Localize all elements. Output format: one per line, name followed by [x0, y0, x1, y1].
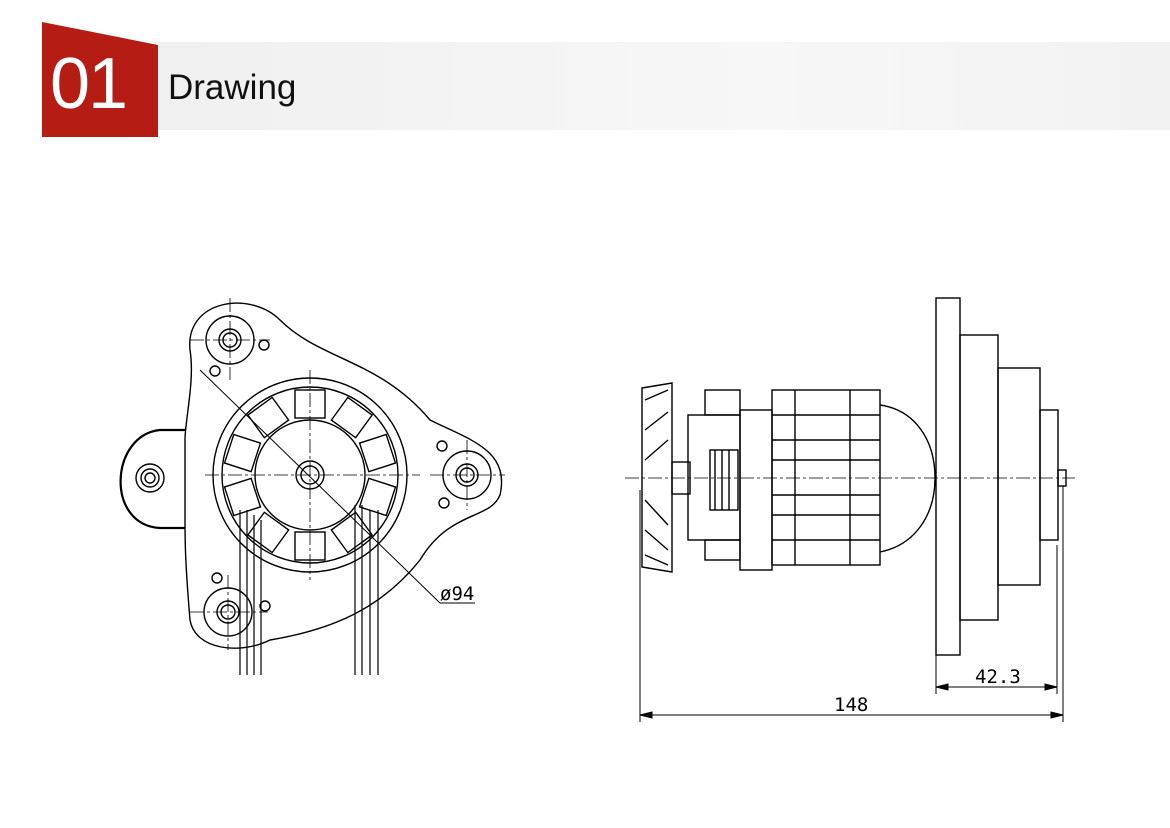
section-badge — [42, 22, 158, 137]
overall-length-label: 148 — [834, 694, 868, 716]
side-view: 148 42.3 — [625, 297, 1075, 722]
header-band — [155, 42, 1170, 130]
brush-holder — [687, 389, 773, 571]
center-lines — [190, 298, 505, 650]
mounting-flange — [935, 297, 961, 656]
lead-wires — [239, 505, 379, 675]
page-title: Drawing — [168, 68, 297, 107]
motor-housing — [959, 334, 999, 621]
mounting-hole-left — [135, 463, 165, 493]
section-number: 01 — [50, 44, 128, 124]
bearing-cap — [1039, 409, 1059, 541]
flange-offset-label: 42.3 — [975, 666, 1021, 688]
stator — [771, 389, 881, 566]
front-view: ø94 — [119, 298, 505, 675]
dimension-lines — [639, 486, 1064, 722]
end-cap — [997, 367, 1041, 586]
fan — [641, 382, 673, 573]
diameter-label: ø94 — [440, 583, 474, 605]
rear-winding — [879, 404, 936, 553]
